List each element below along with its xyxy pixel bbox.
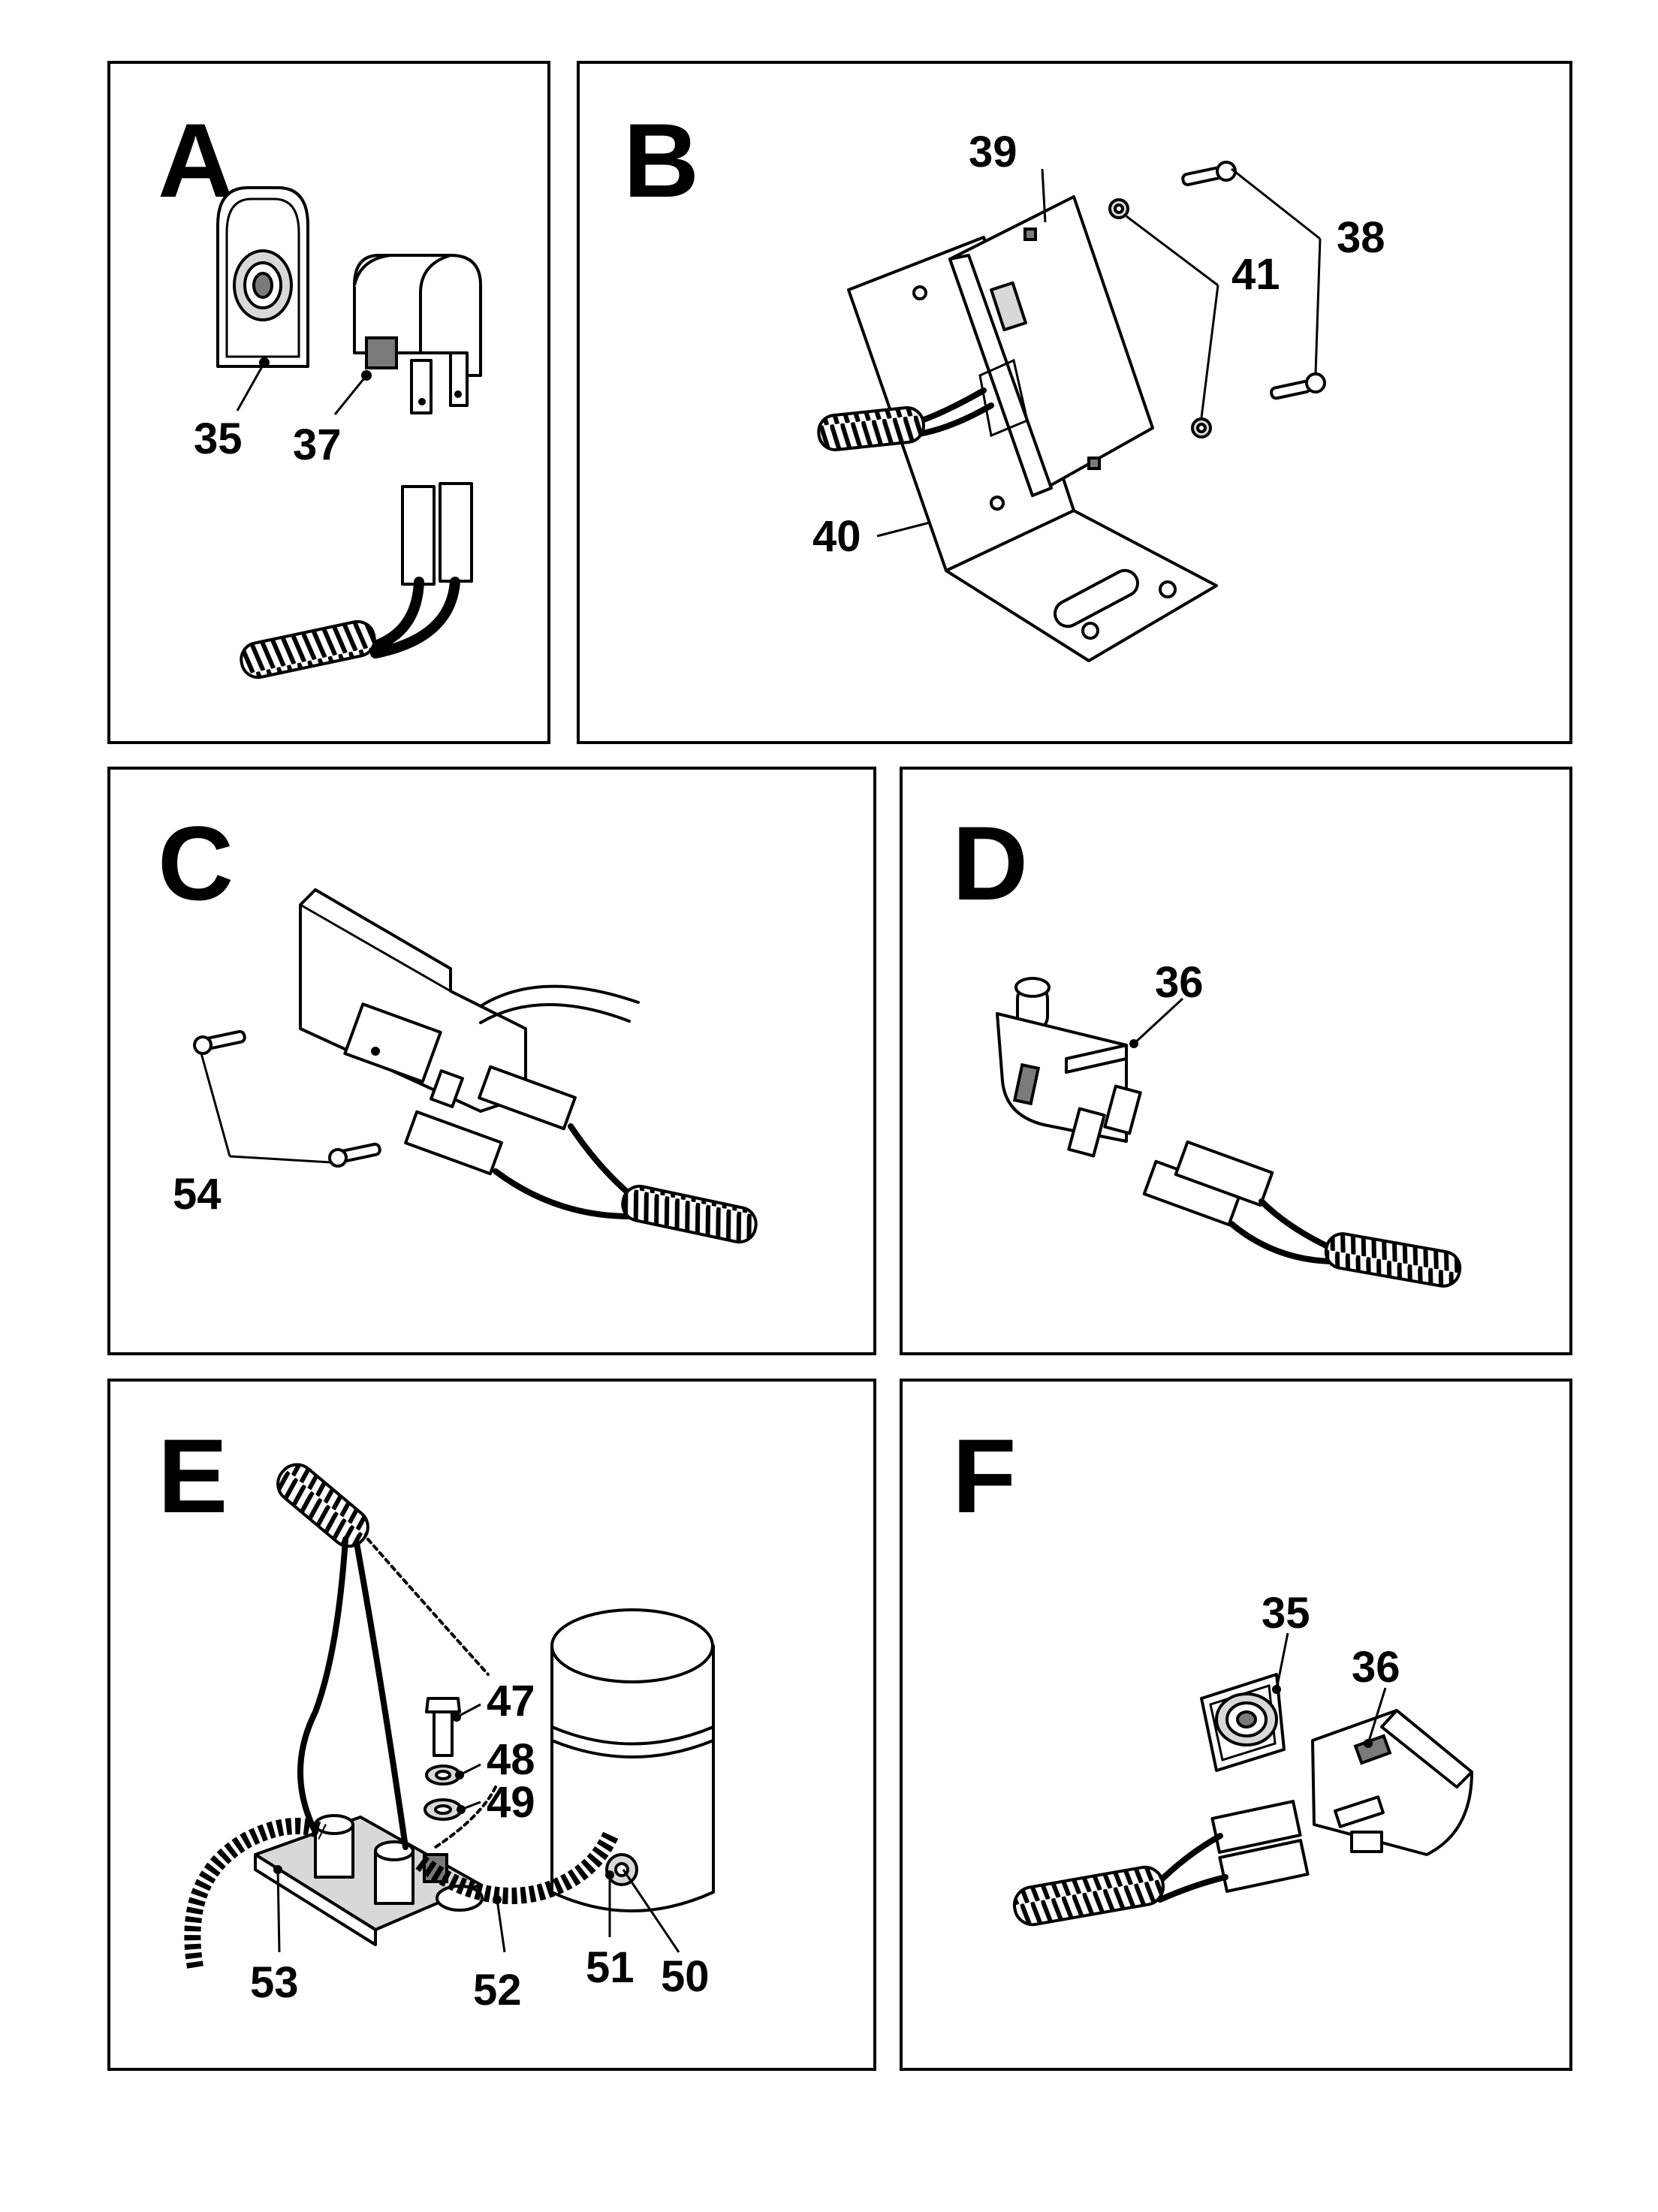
callout-a-37: 37 — [293, 420, 342, 469]
switch-37-illustration — [353, 254, 482, 414]
callout-e-48: 48 — [487, 1735, 535, 1784]
callout-e-51: 51 — [586, 1943, 635, 1992]
wiring-e — [184, 1463, 620, 1969]
switch-36-d-illustration — [996, 977, 1142, 1158]
connector-harness-d — [1142, 1140, 1462, 1288]
panel-f-letter: F — [952, 1417, 1017, 1535]
panel-e-letter: E — [158, 1417, 228, 1535]
relay-53-illustration — [254, 1814, 484, 1946]
grommet-35-f-illustration — [1200, 1673, 1286, 1772]
panel-f: F 35 36 — [900, 1379, 1572, 2071]
panel-a-letter: A — [158, 101, 234, 219]
callout-b-38: 38 — [1337, 213, 1385, 262]
screws-54 — [193, 1029, 381, 1168]
grommet-35-illustration — [216, 186, 309, 368]
callout-e-47: 47 — [487, 1677, 535, 1725]
callout-d-36: 36 — [1155, 958, 1204, 1007]
panel-c: C 54 — [107, 767, 876, 1355]
harness-b — [817, 387, 994, 452]
callout-b-39: 39 — [969, 128, 1017, 176]
panel-e: E — [107, 1379, 876, 2071]
connector-harness-a — [240, 482, 473, 680]
switch-plate-c-illustration — [299, 888, 640, 1113]
panel-b-letter: B — [623, 101, 699, 219]
capacitor-illustration — [550, 1608, 715, 1912]
panel-d: D 36 — [900, 767, 1572, 1355]
connector-harness-c — [404, 1065, 758, 1244]
panel-c-letter: C — [158, 804, 234, 922]
panel-e-frame — [107, 1379, 876, 2071]
callout-c-54: 54 — [173, 1170, 222, 1219]
callout-e-53: 53 — [250, 1958, 299, 2007]
panel-d-letter: D — [952, 804, 1028, 922]
callout-f-36: 36 — [1352, 1643, 1400, 1692]
callout-f-35: 35 — [1262, 1589, 1310, 1638]
control-board-39-illustration — [948, 195, 1154, 497]
switch-36-f-illustration — [1311, 1709, 1473, 1856]
fasteners-b — [1108, 161, 1326, 438]
connector-harness-f — [1012, 1800, 1310, 1927]
panel-b: B — [577, 61, 1572, 744]
callout-e-52: 52 — [473, 1966, 522, 2015]
fasteners-e — [424, 1697, 463, 1821]
callout-b-41: 41 — [1231, 250, 1280, 299]
callout-a-35: 35 — [194, 414, 243, 463]
callout-e-49: 49 — [487, 1778, 535, 1827]
callout-b-40: 40 — [812, 512, 861, 561]
panel-a: A 35 37 — [107, 61, 550, 744]
callout-e-50: 50 — [661, 1952, 710, 2001]
